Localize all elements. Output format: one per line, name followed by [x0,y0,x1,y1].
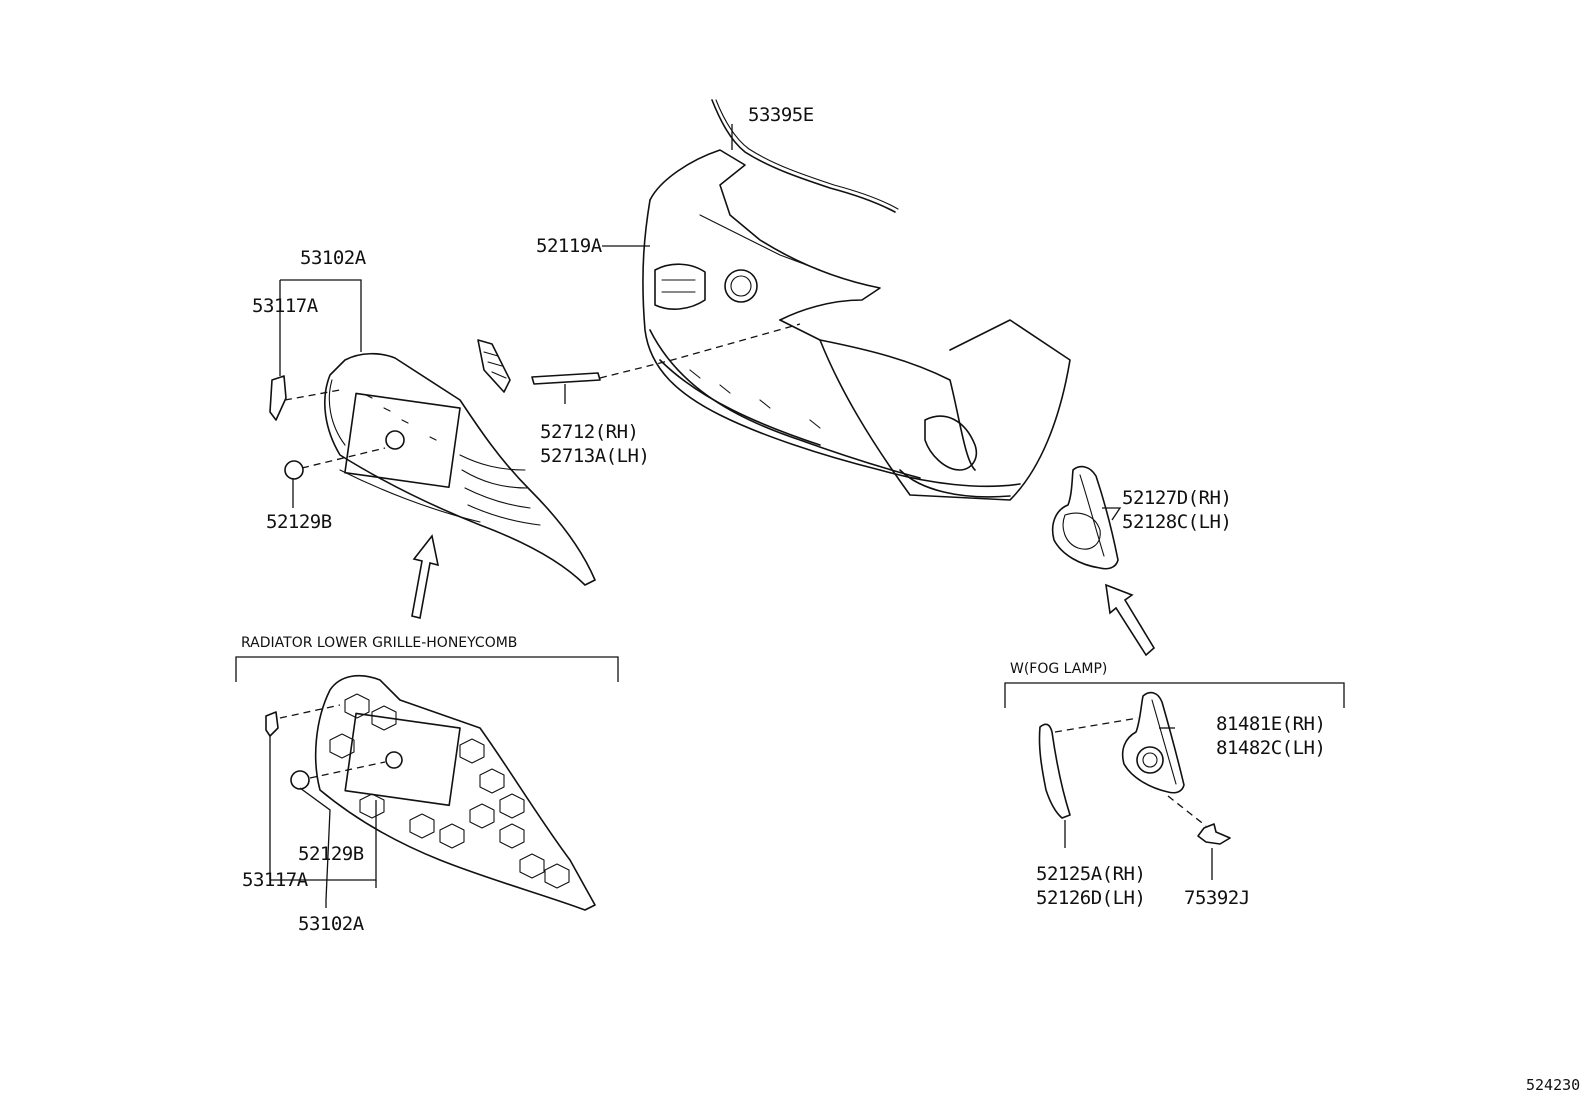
part-number-53117A: 53117A [242,869,308,891]
honeycomb-group-caption: RADIATOR LOWER GRILLE-HONEYCOMB [241,635,518,651]
part-number-52129B: 52129B [298,843,364,865]
part-number-52127D: 52127D(RH) [1122,487,1232,509]
arrow-up-icon [411,534,440,619]
part-number-53395E: 53395E [748,104,814,126]
fog-cover-drawing [1051,465,1119,570]
part-number-52712: 52712(RH) [540,421,639,443]
bracket-drawing [477,339,511,393]
garnish-drawing [1038,723,1071,819]
side-molding-drawing [531,372,601,385]
part-number-52126D: 52126D(LH) [1036,887,1146,909]
arrow-up-icon [1105,583,1156,657]
bumper-cover-drawing [642,149,1071,501]
molding-strip-drawing [711,99,896,213]
fog-lamp-bezel-drawing [1121,691,1185,794]
part-number-52713A: 52713A(LH) [540,445,650,467]
part-number-52129B: 52129B [266,511,332,533]
part-number-53102A: 53102A [300,247,366,269]
clip-drawing [269,375,287,421]
part-number-52128C: 52128C(LH) [1122,511,1232,533]
part-number-52119A: 52119A [536,235,602,257]
cap-drawing [290,770,310,790]
part-number-81482C: 81482C(LH) [1216,737,1326,759]
fog-lamp-group-caption: W(FOG LAMP) [1010,661,1108,677]
part-number-52125A: 52125A(RH) [1036,863,1146,885]
clip-drawing [265,711,279,737]
part-number-53102A: 53102A [298,913,364,935]
figure-id: 524230 [1526,1076,1581,1094]
cap-drawing [284,460,304,480]
screw-drawing [1197,823,1231,845]
part-number-81481E: 81481E(RH) [1216,713,1326,735]
honeycomb-group-bracket [235,656,619,682]
part-number-53117A: 53117A [252,295,318,317]
fog-lamp-group-bracket [1004,682,1345,708]
part-number-75392J: 75392J [1184,887,1250,909]
lower-grille-drawing [324,352,596,586]
honeycomb-grille-drawing [314,674,596,911]
